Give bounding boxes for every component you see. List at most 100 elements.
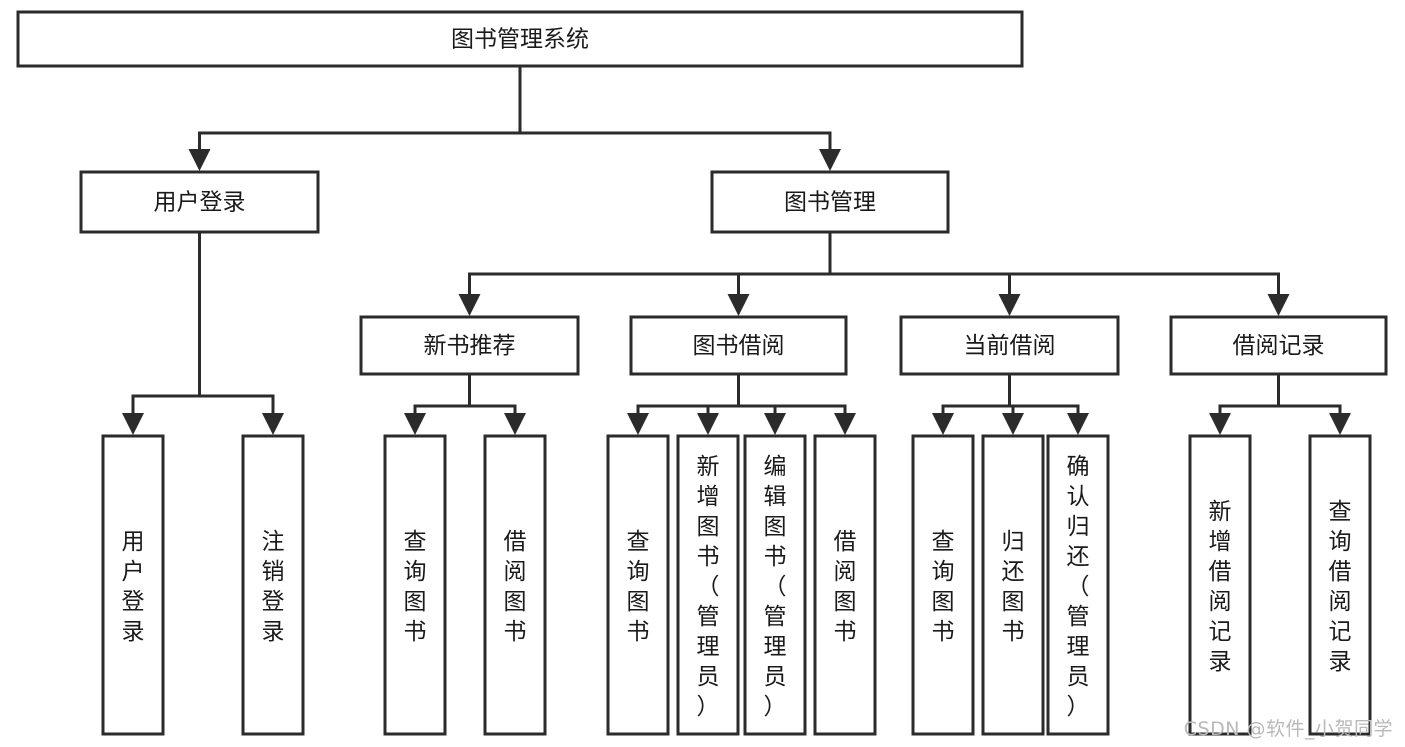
arrow-head-icon (1329, 413, 1351, 435)
node-leaf-return-book[interactable]: 归还图书 (981, 434, 1045, 736)
node-label: 查询图书 (932, 529, 955, 645)
node-leaf-borrow-book-2[interactable]: 借阅图书 (813, 434, 877, 736)
connector-leaf-user-login (122, 232, 201, 435)
connector-leaf-logout (198, 232, 284, 435)
connector-line (636, 404, 739, 413)
node-box[interactable] (16, 10, 1024, 68)
node-label: 查询图书 (627, 529, 650, 645)
connector-book-borrow (727, 232, 832, 316)
connector-user-login (188, 66, 522, 171)
node-root[interactable]: 图书管理系统 (16, 10, 1024, 68)
node-box[interactable] (899, 315, 1120, 376)
connector-leaf-confirm-return (1008, 374, 1089, 435)
connector-leaf-query-record (1277, 374, 1351, 435)
arrow-head-icon (504, 413, 526, 435)
node-label: 查询图书 (404, 529, 427, 645)
node-box[interactable] (606, 434, 670, 736)
node-box[interactable] (676, 434, 740, 736)
node-box[interactable] (911, 434, 975, 736)
node-label: 用户登录 (154, 190, 246, 216)
node-user-login[interactable]: 用户登录 (79, 170, 320, 234)
connector-line (830, 272, 1280, 294)
arrow-head-icon (834, 413, 856, 435)
node-box[interactable] (813, 434, 877, 736)
node-leaf-query-book-2[interactable]: 查询图书 (606, 434, 670, 736)
node-box[interactable] (743, 434, 807, 736)
arrow-head-icon (932, 413, 954, 435)
arrow-head-icon (1267, 294, 1290, 316)
node-box[interactable] (629, 315, 848, 376)
connector-line (738, 404, 847, 413)
node-label: 借阅记录 (1233, 333, 1325, 359)
node-leaf-add-book[interactable]: 新增图书（管理员） (676, 434, 740, 736)
connector-line (468, 272, 830, 294)
node-leaf-borrow-book-1[interactable]: 借阅图书 (483, 434, 547, 736)
node-label: 图书借阅 (693, 333, 785, 359)
node-leaf-edit-book[interactable]: 编辑图书（管理员） (743, 434, 807, 736)
connector-line (941, 404, 1010, 413)
node-box[interactable] (710, 170, 950, 234)
node-box[interactable] (359, 315, 580, 376)
node-box[interactable] (79, 170, 320, 234)
node-leaf-query-record[interactable]: 查询借阅记录 (1308, 434, 1372, 736)
arrow-head-icon (1209, 413, 1231, 435)
arrow-head-icon (819, 149, 841, 171)
node-leaf-confirm-return[interactable]: 确认归还（管理员） (1046, 434, 1110, 736)
arrow-head-icon (188, 149, 211, 171)
node-box[interactable] (1188, 434, 1252, 736)
node-label: 图书管理 (784, 190, 876, 216)
connector-line (737, 272, 830, 294)
connector-line (830, 272, 1011, 294)
connector-leaf-add-record (1209, 374, 1280, 435)
arrow-head-icon (764, 413, 786, 435)
arrow-head-icon (1067, 413, 1089, 435)
node-label: 新书推荐 (424, 333, 516, 359)
node-label: 查询借阅记录 (1329, 499, 1352, 675)
node-book-management[interactable]: 图书管理 (710, 170, 950, 234)
node-leaf-query-book-3[interactable]: 查询图书 (911, 434, 975, 736)
connector-line (131, 394, 200, 413)
node-box[interactable] (1046, 434, 1110, 736)
node-label: 归还图书 (1002, 529, 1025, 645)
connector-borrow-record (828, 232, 1290, 316)
node-current-borrow[interactable]: 当前借阅 (899, 315, 1120, 376)
connector-leaf-query-book-1 (404, 374, 471, 435)
node-box[interactable] (1308, 434, 1372, 736)
node-leaf-logout[interactable]: 注销登录 (241, 434, 305, 736)
node-book-borrow[interactable]: 图书借阅 (629, 315, 848, 376)
node-label: 借阅图书 (834, 529, 857, 645)
arrow-head-icon (122, 413, 144, 435)
node-box[interactable] (981, 434, 1045, 736)
node-box[interactable] (1169, 315, 1388, 376)
nodes-layer: 图书管理系统用户登录图书管理新书推荐图书借阅当前借阅借阅记录用户登录注销登录查询… (16, 10, 1388, 736)
node-box[interactable] (241, 434, 305, 736)
arrow-head-icon (262, 413, 284, 435)
node-borrow-record[interactable]: 借阅记录 (1169, 315, 1388, 376)
node-box[interactable] (483, 434, 547, 736)
connector-line (199, 394, 275, 413)
arrow-head-icon (998, 294, 1021, 316)
connector-leaf-query-book-3 (932, 374, 1011, 435)
node-leaf-query-book-1[interactable]: 查询图书 (383, 434, 447, 736)
arrow-head-icon (697, 413, 719, 435)
connector-book-management (518, 66, 841, 171)
node-label: 图书管理系统 (451, 27, 589, 53)
node-leaf-user-login[interactable]: 用户登录 (101, 434, 165, 736)
node-label: 新增图书（管理员） (697, 454, 720, 720)
node-new-book-recommend[interactable]: 新书推荐 (359, 315, 580, 376)
connector-line (469, 404, 517, 413)
connector-leaf-borrow-book-2 (737, 374, 856, 435)
node-label: 注销登录 (262, 529, 285, 645)
arrow-head-icon (404, 413, 426, 435)
node-box[interactable] (101, 434, 165, 736)
connector-leaf-borrow-book-1 (468, 374, 526, 435)
node-leaf-add-record[interactable]: 新增借阅记录 (1188, 434, 1252, 736)
connector-line (706, 404, 739, 413)
node-label: 用户登录 (122, 529, 145, 645)
node-label: 当前借阅 (964, 333, 1056, 359)
node-label: 编辑图书（管理员） (764, 454, 787, 720)
node-label: 确认归还（管理员） (1067, 454, 1090, 720)
node-box[interactable] (383, 434, 447, 736)
